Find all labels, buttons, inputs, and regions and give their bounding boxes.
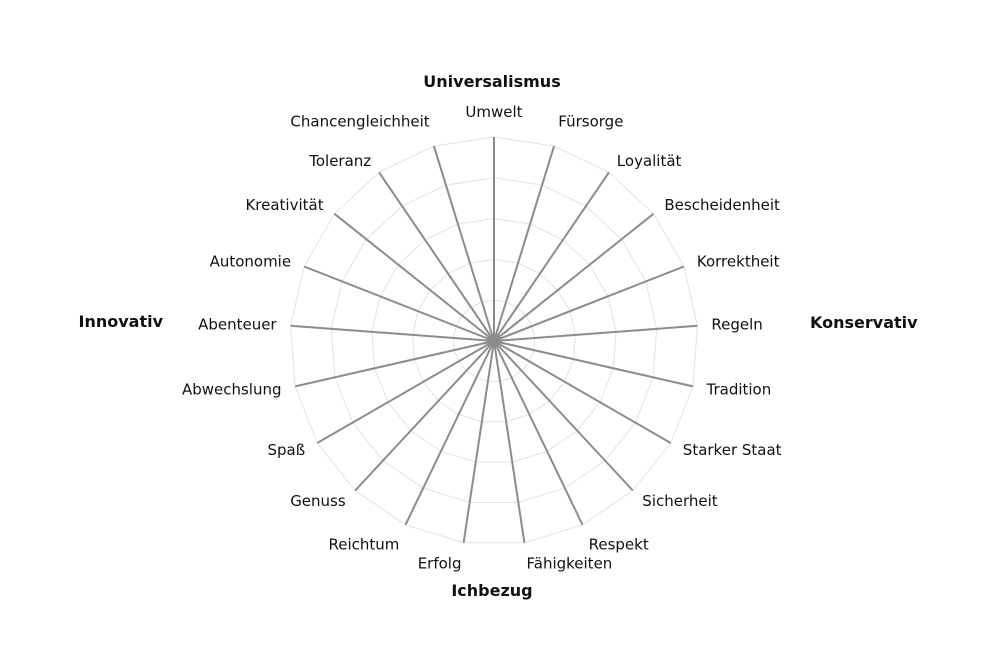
axis-spoke <box>493 340 584 526</box>
axis-spoke <box>493 340 694 388</box>
grid-ring <box>412 258 576 423</box>
axis-label: Reichtum <box>328 535 399 553</box>
grid-ring <box>330 177 658 503</box>
axis-spoke <box>493 171 610 342</box>
quadrant-labels: Universalismus Konservativ Ichbezug Inno… <box>78 72 918 600</box>
grid-ring <box>452 299 536 382</box>
axis-label: Spaß <box>268 441 306 459</box>
axis-label: Tradition <box>706 381 772 399</box>
axis-label: Umwelt <box>465 103 522 121</box>
axis-label: Fürsorge <box>558 113 623 131</box>
axis-spokes <box>290 137 698 543</box>
axis-spoke <box>432 145 495 342</box>
axis-spoke <box>493 324 698 342</box>
axis-labels: UmweltFürsorgeLoyalitätBescheidenheitKor… <box>182 103 782 573</box>
axis-label: Abenteuer <box>198 316 277 334</box>
axis-label: Fähigkeiten <box>527 555 613 573</box>
axis-label: Genuss <box>290 492 346 510</box>
axis-spoke <box>493 213 655 342</box>
axis-label: Regeln <box>711 316 762 334</box>
axis-label: Respekt <box>589 535 649 553</box>
axis-spoke <box>303 265 495 342</box>
axis-label: Kreativität <box>245 196 323 214</box>
axis-spoke <box>354 340 495 492</box>
grid-rings <box>290 136 698 544</box>
axis-spoke <box>290 324 495 342</box>
axis-spoke <box>462 340 495 543</box>
grid-ring <box>371 218 617 463</box>
axis-label: Bescheidenheit <box>664 196 780 214</box>
axis-label: Autonomie <box>210 252 292 270</box>
quadrant-label-bottom: Ichbezug <box>451 581 532 600</box>
quadrant-label-left: Innovativ <box>78 312 163 331</box>
axis-label: Starker Staat <box>683 441 782 459</box>
axis-label: Abwechslung <box>182 381 282 399</box>
axis-spoke <box>333 213 495 342</box>
axis-spoke <box>493 340 526 543</box>
axis-spoke <box>378 171 495 342</box>
quadrant-label-right: Konservativ <box>810 313 918 332</box>
axis-label: Loyalität <box>617 152 682 170</box>
axis-spoke <box>404 340 495 526</box>
axis-label: Toleranz <box>308 152 371 170</box>
axis-spoke <box>493 145 556 342</box>
quadrant-label-top: Universalismus <box>423 72 560 91</box>
axis-label: Sicherheit <box>642 492 717 510</box>
axis-spoke <box>316 340 495 444</box>
axis-spoke <box>493 340 672 444</box>
grid-ring <box>290 136 698 544</box>
axis-spoke <box>493 340 634 492</box>
axis-spoke <box>493 265 685 342</box>
axis-label: Erfolg <box>418 555 462 573</box>
axis-label: Chancengleichheit <box>290 113 429 131</box>
axis-spoke <box>294 340 495 388</box>
axis-label: Korrektheit <box>697 252 780 270</box>
